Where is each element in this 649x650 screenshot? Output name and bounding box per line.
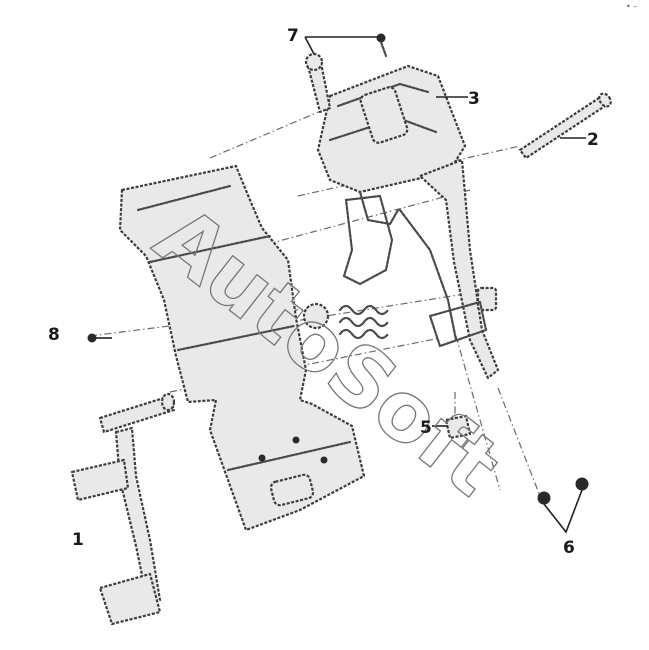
lever-arm: [342, 158, 500, 380]
pin-part-2: [518, 92, 612, 160]
callout-6: 6: [563, 538, 575, 558]
callout-1: 1: [72, 530, 84, 550]
bolt-part-7: [304, 33, 388, 114]
clip-part-5: [444, 414, 472, 440]
nuts-part-6: [537, 477, 589, 534]
callout-7: 7: [287, 26, 299, 46]
callout-leader-lines: [304, 36, 586, 427]
pedal-arm-part-1: [70, 392, 176, 626]
callout-5: 5: [420, 418, 432, 438]
upper-bracket-part-3: [316, 64, 467, 226]
return-spring: [302, 302, 390, 340]
corner-mark: • –: [626, 2, 637, 11]
callout-3: 3: [468, 89, 480, 109]
main-mounting-plate: [118, 164, 366, 532]
callout-8: 8: [48, 325, 60, 345]
fastener-part-8: [87, 333, 112, 343]
callout-2: 2: [587, 130, 599, 150]
